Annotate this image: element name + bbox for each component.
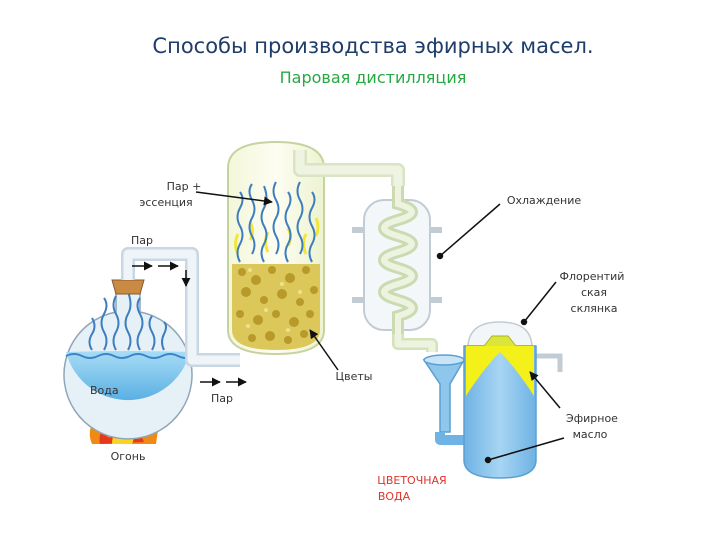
label-floral-water-2: ВОДА (378, 490, 411, 503)
leader-lines (195, 191, 565, 464)
label-steam-essence-2: эссенция (139, 196, 192, 209)
page-subtitle: Паровая дистилляция (279, 68, 467, 87)
page-title: Способы производства эфирных масел. (152, 34, 594, 58)
label-steam-bottom: Пар (211, 392, 233, 405)
boiling-flask (63, 279, 195, 440)
label-florentine-1: Флорентий (560, 270, 625, 283)
label-floral-water-1: ЦВЕТОЧНАЯ (377, 474, 446, 487)
distillation-vessel (227, 140, 325, 356)
label-cooling: Охлаждение (507, 194, 582, 207)
label-steam-essence: Пар + (167, 180, 202, 193)
condenser (352, 186, 442, 334)
label-florentine-2: ская (581, 286, 607, 299)
label-fire: Огонь (111, 450, 146, 463)
vapor-tube (293, 150, 405, 186)
label-flowers: Цветы (336, 370, 373, 383)
distillate-tube (392, 334, 438, 352)
label-essential-oil-1: Эфирное (566, 412, 618, 425)
label-steam-top: Пар (131, 234, 153, 247)
label-florentine-3: склянка (571, 302, 618, 315)
steam-pipe (121, 247, 240, 367)
label-essential-oil-2: масло (573, 428, 608, 441)
label-water: Вода (90, 384, 119, 397)
florentine-flask (422, 321, 563, 479)
